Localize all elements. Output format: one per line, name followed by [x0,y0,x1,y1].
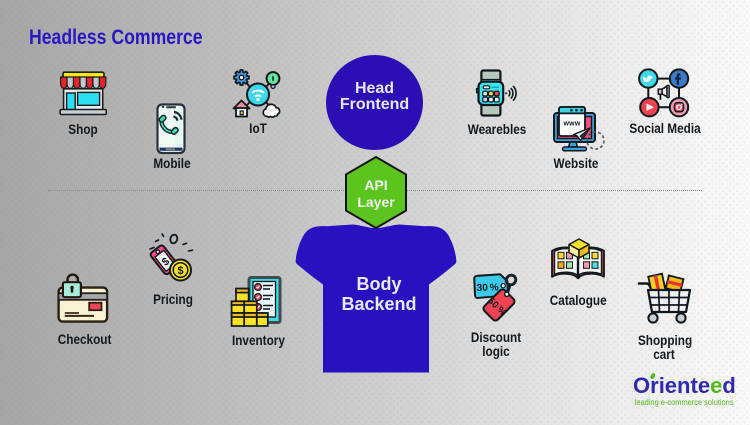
svg-text:API: API [364,177,387,193]
svg-text:$: $ [177,265,183,277]
svg-text:Layer: Layer [357,194,395,210]
svg-text:www: www [563,121,581,128]
svg-text:30 %: 30 % [476,282,498,294]
